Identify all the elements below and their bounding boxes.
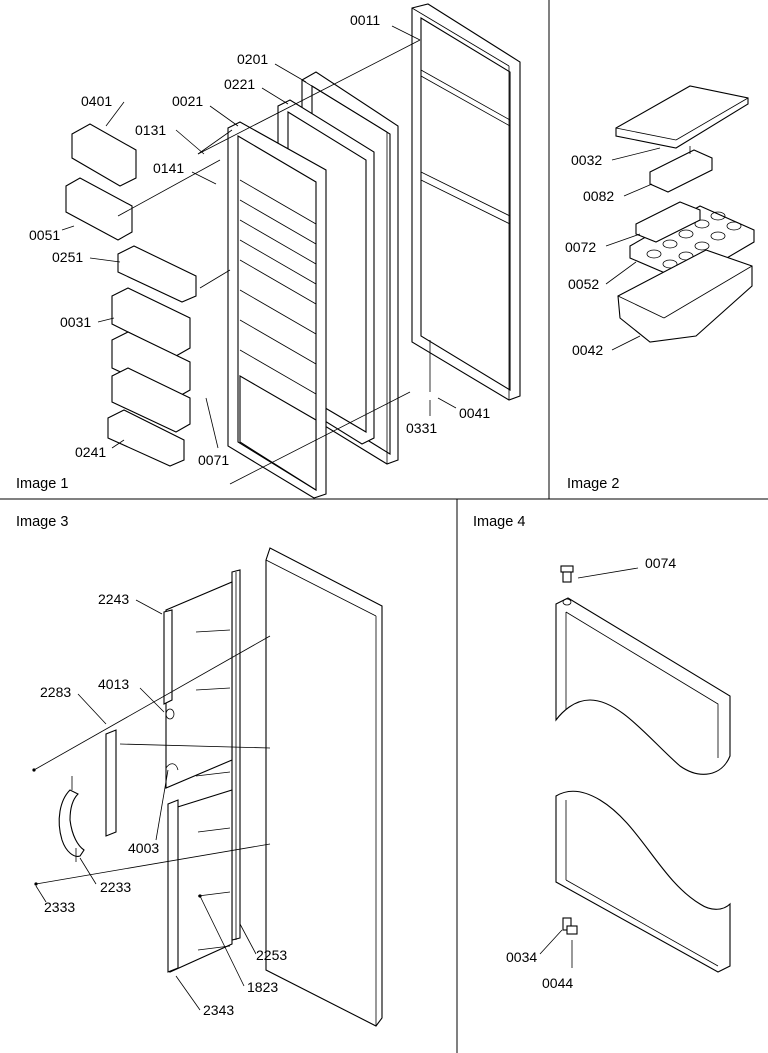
callout-1823: 1823	[247, 979, 278, 995]
callout-0041: 0041	[459, 405, 490, 421]
callout-2333: 2333	[44, 899, 75, 915]
door-bottom-section	[555, 790, 731, 973]
image-3-leaders	[33, 599, 271, 1011]
crisper-bin	[617, 249, 753, 343]
callout-0072: 0072	[565, 239, 596, 255]
callout-0042: 0042	[572, 342, 603, 358]
callout-0034: 0034	[506, 949, 537, 965]
egg-tray	[629, 205, 755, 283]
callout-0221: 0221	[224, 76, 255, 92]
callout-0241: 0241	[75, 444, 106, 460]
callout-2283: 2283	[40, 684, 71, 700]
callout-0251: 0251	[52, 249, 83, 265]
hinge-pin-top	[560, 565, 574, 606]
door-bins	[65, 123, 197, 467]
callout-2233: 2233	[100, 879, 131, 895]
callout-4003: 4003	[128, 840, 159, 856]
callout-0074: 0074	[645, 555, 676, 571]
door-top-section	[555, 597, 731, 775]
callout-0071: 0071	[198, 452, 229, 468]
callout-0031: 0031	[60, 314, 91, 330]
callout-0401: 0401	[81, 93, 112, 109]
callout-0051: 0051	[29, 227, 60, 243]
callout-0011: 0011	[350, 12, 380, 28]
hinge-pin-bottom	[562, 917, 578, 935]
callout-2253: 2253	[256, 947, 287, 963]
callout-0131: 0131	[135, 122, 166, 138]
image-3-drawing: 2243 2283 4013 4003 2233 2333 2253 1823 …	[32, 547, 383, 1027]
image-2-leaders	[605, 147, 661, 351]
liner-rail	[231, 569, 241, 941]
shelf-glass	[615, 85, 749, 149]
image-1-drawing: 0011 0201 0221 0021 0401 0131 0141 0051 …	[29, 3, 521, 499]
callout-0052: 0052	[568, 276, 599, 292]
door-inner-frame	[227, 121, 327, 499]
callout-0021: 0021	[172, 93, 203, 109]
mid-rail	[105, 729, 117, 837]
egg-cover	[635, 201, 701, 243]
panel-label-image-3: Image 3	[16, 514, 68, 530]
cabinet-side-panel	[265, 547, 383, 1027]
callout-0032: 0032	[571, 152, 602, 168]
callout-0331: 0331	[406, 420, 437, 436]
callout-0044: 0044	[542, 975, 573, 991]
image-4-leaders	[539, 567, 639, 968]
callout-2243: 2243	[98, 591, 129, 607]
callout-2343: 2343	[203, 1002, 234, 1018]
panel-label-image-2: Image 2	[567, 476, 619, 492]
clips	[165, 708, 179, 771]
callout-0141: 0141	[153, 160, 184, 176]
shelf-bracket	[649, 146, 713, 193]
upper-liner	[165, 581, 233, 789]
callout-0201: 0201	[237, 51, 268, 67]
callout-0082: 0082	[583, 188, 614, 204]
panel-label-image-4: Image 4	[473, 514, 525, 530]
handle-bracket	[58, 776, 85, 862]
door-outer-panel	[411, 3, 521, 401]
image-1-leaders	[61, 25, 457, 485]
lower-rail	[167, 799, 179, 973]
upper-rail	[163, 609, 173, 705]
callout-4013: 4013	[98, 676, 129, 692]
image-4-drawing: 0074 0034 0044	[506, 555, 731, 991]
image-2-drawing: 0032 0082 0072 0052 0042	[565, 85, 755, 358]
panel-label-image-1: Image 1	[16, 476, 68, 492]
